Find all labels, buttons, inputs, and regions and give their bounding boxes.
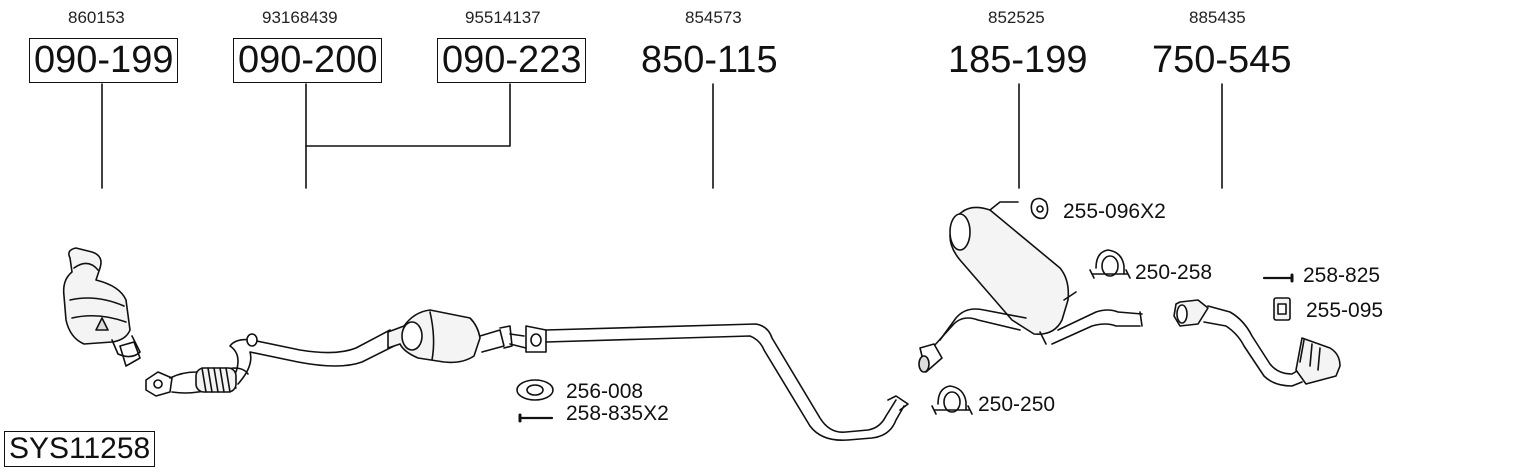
oe-number-852525: 852525	[988, 8, 1045, 27]
leader-lines	[101, 83, 1223, 189]
flange-gasket-icon	[516, 379, 554, 401]
system-code-label: SYS11258	[4, 431, 156, 467]
flex-pipe-icon	[145, 329, 395, 397]
accessory-label-258-825[interactable]: 258-825	[1303, 264, 1381, 287]
catalytic-converter-icon	[62, 247, 141, 367]
part-number-090-200[interactable]: 090-200	[233, 38, 383, 83]
oe-number-854573: 854573	[685, 8, 742, 27]
accessory-label-255-096x2[interactable]: 255-096X2	[1063, 200, 1166, 223]
accessory-label-256-008[interactable]: 256-008	[566, 380, 644, 403]
part-number-750-545[interactable]: 750-545	[1152, 39, 1292, 81]
leader-line-090-223	[305, 83, 511, 147]
oe-number-885435: 885435	[1189, 8, 1246, 27]
accessory-label-250-258[interactable]: 250-258	[1135, 261, 1213, 284]
accessory-label-250-250[interactable]: 250-250	[978, 393, 1056, 416]
accessory-label-255-095[interactable]: 255-095	[1306, 299, 1384, 322]
oe-number-93168439: 93168439	[262, 8, 338, 27]
bolt-icon-2	[1262, 273, 1294, 283]
oe-number-860153: 860153	[68, 8, 125, 27]
rear-muffler-icon	[918, 201, 1143, 373]
oe-number-95514137: 95514137	[465, 8, 541, 27]
gasket-ring-icon	[1030, 197, 1049, 220]
clamp-icon-2	[931, 385, 973, 415]
accessory-label-258-835x2[interactable]: 258-835X2	[566, 402, 669, 425]
bolt-icon	[518, 413, 554, 423]
clamp-icon	[1089, 249, 1131, 279]
part-number-090-223[interactable]: 090-223	[437, 38, 587, 83]
part-number-090-199[interactable]: 090-199	[29, 38, 179, 83]
part-number-185-199[interactable]: 185-199	[948, 39, 1088, 81]
rubber-mount-icon	[1273, 297, 1291, 321]
part-number-850-115[interactable]: 850-115	[641, 39, 778, 81]
catalytic-converter-icon-2	[387, 309, 527, 364]
